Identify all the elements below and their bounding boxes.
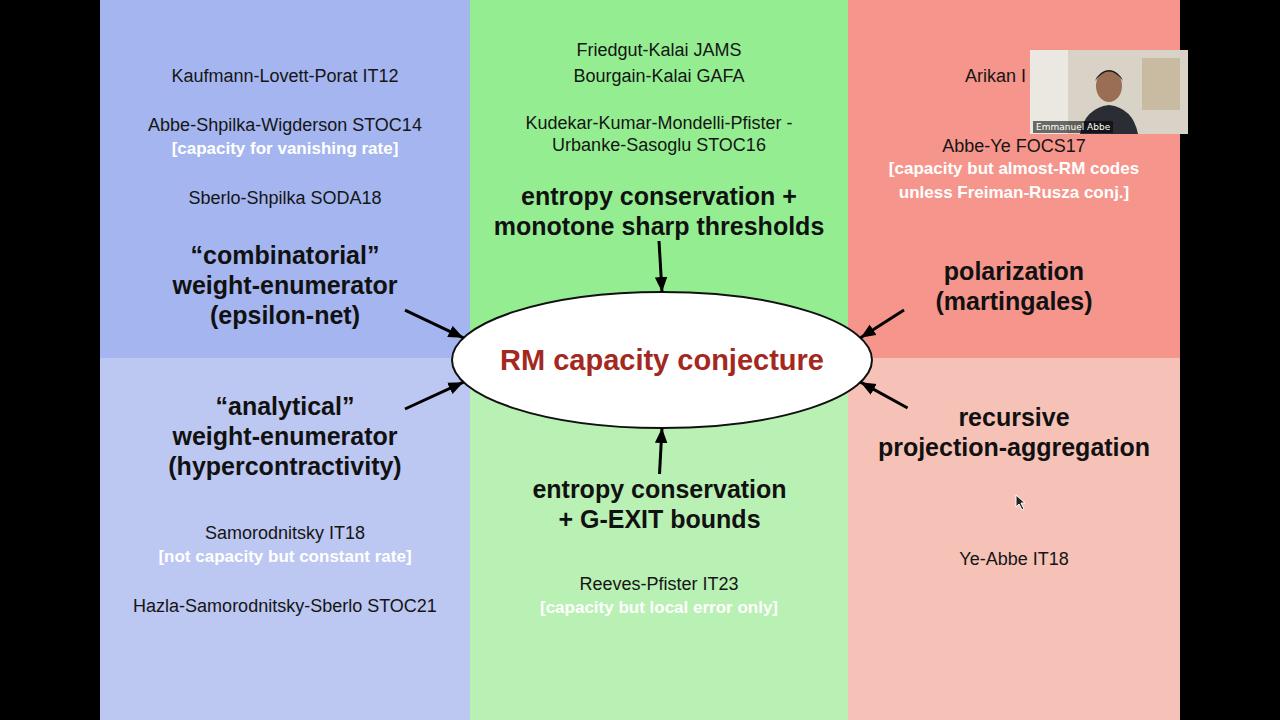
method-label: “analytical” weight-enumerator (hypercon… xyxy=(165,391,405,481)
mouse-cursor xyxy=(1015,494,1029,512)
method-text: polarization (martingales) xyxy=(904,256,1124,316)
reference-text: Sberlo-Shpilka SODA18 xyxy=(100,187,470,209)
method-label: “combinatorial” weight-enumerator (epsil… xyxy=(165,240,405,330)
reference-text: Arikan I xyxy=(965,65,1026,87)
result-note: [capacity but almost-RM codes unless Fre… xyxy=(869,157,1159,205)
approach-panel: Kaufmann-Lovett-Porat IT12Abbe-Shpilka-W… xyxy=(100,0,470,358)
reference-text: Hazla-Samorodnitsky-Sberlo STOC21 xyxy=(100,595,470,617)
reference-text: Kaufmann-Lovett-Porat IT12 xyxy=(100,65,470,87)
method-label: polarization (martingales) xyxy=(904,256,1124,316)
approach-panel: Ye-Abbe IT18 recursive projection-aggrega… xyxy=(848,358,1180,720)
conjecture-title: RM capacity conjecture xyxy=(450,345,874,375)
method-text: “combinatorial” weight-enumerator (epsil… xyxy=(165,240,405,330)
reference-text: Reeves-Pfister IT23 xyxy=(470,573,848,595)
reference-text: Samorodnitsky IT18 xyxy=(100,522,470,544)
reference-text: Bourgain-Kalai GAFA xyxy=(470,65,848,87)
result-note: [capacity but local error only] xyxy=(470,596,848,620)
approach-panel: Samorodnitsky IT18[not capacity but cons… xyxy=(100,358,470,720)
reference-text: Abbe-Ye FOCS17 xyxy=(848,135,1180,157)
reference-text: Abbe-Shpilka-Wigderson STOC14 xyxy=(100,114,470,136)
method-label: entropy conservation + G-EXIT bounds xyxy=(527,474,792,534)
method-text: entropy conservation + G-EXIT bounds xyxy=(527,474,792,534)
result-note: [capacity for vanishing rate] xyxy=(100,137,470,161)
speaker-name: Emmanuel Abbe xyxy=(1033,121,1113,133)
reference-text: Kudekar-Kumar-Mondelli-Pfister -Urbanke-… xyxy=(519,112,799,156)
method-text: entropy conservation + monotone sharp th… xyxy=(474,181,844,241)
central-ellipse: RM capacity conjecture xyxy=(450,290,874,430)
method-label: recursive projection-aggregation xyxy=(874,402,1154,462)
reference-text: Friedgut-Kalai JAMS xyxy=(470,39,848,61)
method-text: recursive projection-aggregation xyxy=(874,402,1154,462)
reference-text: Ye-Abbe IT18 xyxy=(848,548,1180,570)
method-label: entropy conservation + monotone sharp th… xyxy=(474,181,844,241)
result-note: [not capacity but constant rate] xyxy=(100,545,470,569)
method-text: “analytical” weight-enumerator (hypercon… xyxy=(165,391,405,481)
